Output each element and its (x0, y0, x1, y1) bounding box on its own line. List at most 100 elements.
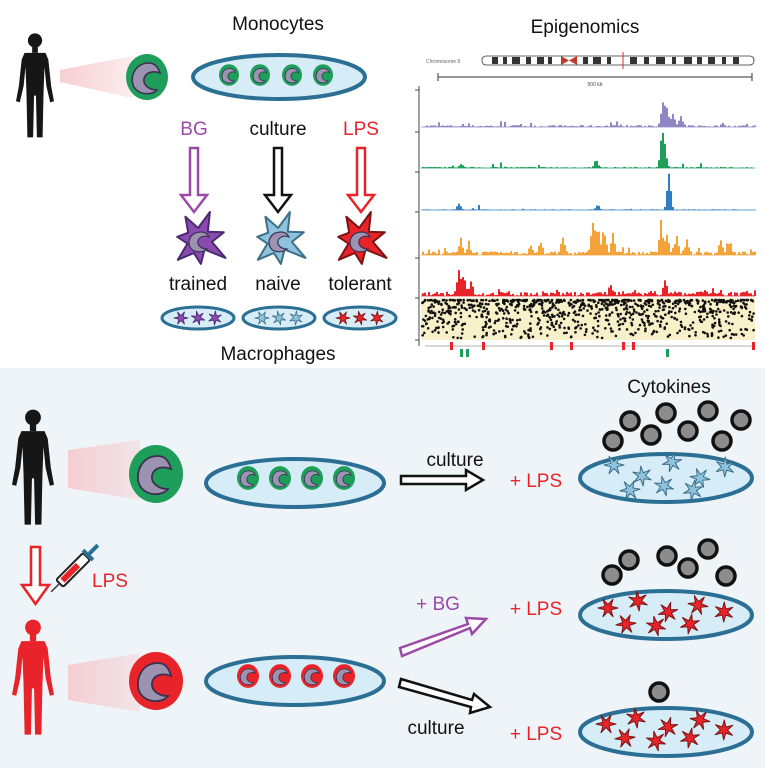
cytokines-group-1 (602, 400, 752, 452)
macrophage-trained (176, 211, 227, 265)
macrophage-cell (632, 465, 652, 487)
macrophage-cell (615, 614, 637, 634)
culture-label-1: culture (426, 450, 483, 471)
tolerant-cell (337, 211, 388, 265)
arrow-lps (345, 146, 377, 215)
cytokine-particle (715, 565, 737, 587)
naive-cell (256, 211, 307, 265)
plus-lps-3: + LPS (510, 724, 562, 745)
macrophages-label: Macrophages (220, 344, 335, 365)
condition-label-lps: LPS (343, 119, 379, 140)
gene-mark (570, 342, 573, 350)
macrophage-cell (646, 615, 666, 637)
mini-cell (173, 311, 189, 325)
cytokine-particle (618, 549, 640, 571)
macrophage-cell (689, 710, 711, 730)
dish-monocyte-4 (333, 664, 355, 688)
signal-track-3 (421, 173, 756, 211)
dish-monocyte-4 (333, 466, 355, 490)
macrophage-cell (680, 727, 700, 749)
scatter-track (420, 298, 755, 340)
macrophage-cell (595, 714, 617, 734)
plus-lps-1: + LPS (510, 471, 562, 492)
ideogram-band (672, 57, 676, 64)
dish-monocyte-1 (219, 64, 239, 86)
monocytes-label: Monocytes (232, 14, 324, 35)
ideogram-band (593, 57, 601, 64)
mini-cell (352, 310, 368, 326)
macrophage-cell (714, 601, 734, 623)
cytokine-particle (697, 538, 719, 560)
state-label-naive: naive (255, 274, 300, 295)
cytokine-particle (648, 681, 670, 703)
gene-mark (450, 342, 453, 350)
trained-cell (176, 211, 227, 265)
plus-bg-label: + BG (416, 594, 460, 615)
ideogram-band (684, 57, 692, 64)
mini-cell (254, 311, 270, 325)
cytokine-particle (601, 564, 623, 586)
cytokine-particle (656, 545, 678, 567)
condition-label-culture: culture (249, 119, 306, 140)
ideogram-band (548, 57, 552, 64)
macrophage-cell (657, 716, 679, 738)
monocyte-large-top (126, 54, 168, 100)
injection-lps-label: LPS (92, 571, 128, 592)
ideogram-band (630, 57, 637, 64)
mini-cell (190, 310, 206, 326)
chromosome-label: Chromosome 8 (426, 59, 460, 65)
cytokine-particle (602, 430, 624, 452)
gene-mark (632, 342, 635, 350)
macrophage-cell (597, 598, 619, 618)
epigenomics-label: Epigenomics (531, 17, 640, 38)
macrophage-naive (256, 211, 307, 265)
signal-track-5 (421, 270, 756, 297)
cytokine-particle (697, 400, 719, 422)
condition-label-bg: BG (180, 119, 207, 140)
arrow-culture-healthy (399, 467, 486, 493)
dish-tolerant (322, 305, 398, 331)
conditions-group: BG culture LPS trained naive tolerant (160, 119, 398, 331)
dish-monocyte-4 (313, 64, 333, 86)
culture-label-2: culture (407, 718, 464, 739)
dish-monocyte-1 (237, 664, 259, 688)
ideogram-band (733, 57, 739, 64)
cytokine-particle (619, 410, 641, 432)
dish-monocyte-2 (269, 664, 291, 688)
cytokines-label: Cytokines (627, 377, 710, 398)
dish-monocyte-3 (282, 64, 302, 86)
monocyte-large-healthy (129, 445, 183, 503)
gene-mark (666, 349, 669, 357)
macrophage-cell (661, 451, 683, 473)
mini-cell (289, 310, 303, 326)
scale-label: 500 kb (587, 82, 602, 88)
macrophage-cell (714, 719, 734, 741)
ideogram-band (526, 57, 531, 64)
ideogram-band (697, 57, 702, 64)
macrophage-tolerant (337, 211, 388, 265)
chromosome-ideogram (481, 52, 755, 69)
ideogram-band (708, 57, 715, 64)
dish-monocytes-top (191, 53, 367, 101)
macrophage-cell (626, 707, 646, 729)
dish-monocyte-2 (250, 64, 270, 86)
dish-result-bg (578, 589, 754, 641)
genome-browser: Chromosome 8 500 kb (415, 52, 756, 357)
dish-monocyte-1 (237, 466, 259, 490)
signal-track-2 (421, 133, 755, 169)
ideogram-band (722, 57, 726, 64)
dish-monocyte-3 (301, 664, 323, 688)
macrophage-cell (680, 613, 700, 635)
ideogram-band (512, 57, 520, 64)
human-donor-icon-top (15, 33, 132, 138)
macrophage-cell (646, 730, 666, 752)
ideogram-band (583, 57, 588, 64)
cytokine-particle (677, 557, 699, 579)
dish-monocytes-healthy (204, 457, 386, 509)
macrophage-cell (603, 455, 625, 475)
syringe-icon (50, 543, 100, 593)
mini-cell (271, 310, 287, 326)
arrow-bg-bottom (398, 616, 489, 658)
